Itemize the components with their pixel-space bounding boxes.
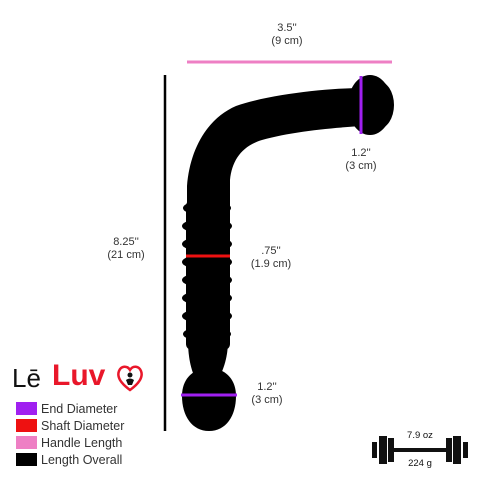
legend-label-end-diameter: End Diameter — [41, 401, 118, 416]
dumbbell-icon — [372, 436, 468, 464]
legend-swatch-shaft-diameter — [16, 419, 37, 432]
product-silhouette — [182, 75, 394, 431]
end-diameter-top-cm: (3 cm) — [345, 160, 377, 172]
handle-length-inches: 3.5'' — [277, 22, 297, 34]
legend-swatch-end-diameter — [16, 402, 37, 415]
end-diameter-bottom-label: 1.2'' (3 cm) — [242, 381, 292, 407]
length-overall-cm: (21 cm) — [107, 249, 145, 261]
shaft-diameter-label: .75'' (1.9 cm) — [244, 245, 298, 271]
end-diameter-top-label: 1.2'' (3 cm) — [336, 147, 386, 173]
weight-grams: 224 g — [408, 458, 432, 469]
shaft-diameter-inches: .75'' — [261, 245, 281, 257]
end-diameter-bottom-cm: (3 cm) — [251, 394, 283, 406]
legend-item-end-diameter: End Diameter — [16, 400, 124, 417]
shaft-diameter-cm: (1.9 cm) — [250, 258, 292, 270]
legend-swatch-handle-length — [16, 436, 37, 449]
legend-label-handle-length: Handle Length — [41, 435, 123, 450]
length-overall-label: 8.25'' (21 cm) — [100, 236, 152, 262]
legend-item-length-overall: Length Overall — [16, 451, 124, 468]
legend: End Diameter Shaft Diameter Handle Lengt… — [16, 400, 124, 468]
legend-label-length-overall: Length Overall — [41, 452, 123, 467]
end-diameter-bottom-inches: 1.2'' — [257, 381, 277, 393]
length-overall-inches: 8.25'' — [113, 236, 139, 248]
brand-logo-le: Lē — [12, 363, 41, 393]
legend-item-handle-length: Handle Length — [16, 434, 124, 451]
handle-length-label: 3.5'' (9 cm) — [262, 22, 312, 48]
handle-length-cm: (9 cm) — [271, 35, 303, 47]
legend-item-shaft-diameter: Shaft Diameter — [16, 417, 124, 434]
brand-logo-luv: Luv — [52, 359, 106, 392]
legend-swatch-length-overall — [16, 453, 37, 466]
legend-label-shaft-diameter: Shaft Diameter — [41, 418, 125, 433]
weight-indicator: 7.9 oz 224 g — [372, 428, 468, 472]
heart-figure-icon — [117, 365, 143, 392]
end-diameter-top-inches: 1.2'' — [351, 147, 371, 159]
weight-ounces: 7.9 oz — [407, 430, 433, 441]
